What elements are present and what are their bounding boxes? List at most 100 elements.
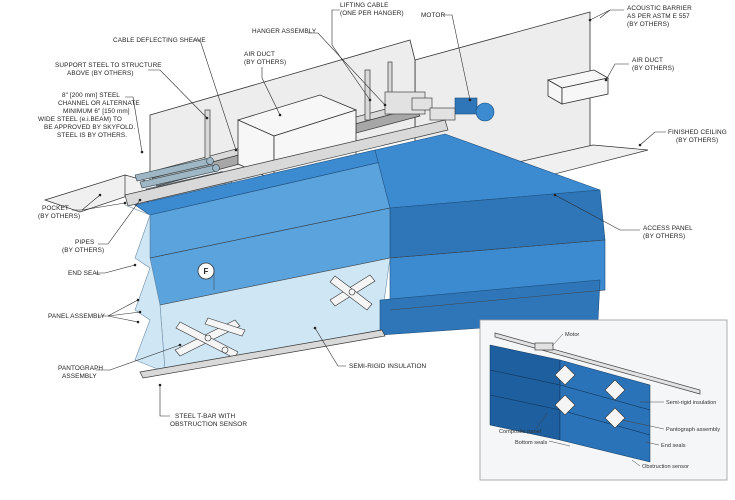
hanger-assembly <box>384 91 433 115</box>
inset-motor-box <box>534 342 554 351</box>
svg-text:ASSEMBLY: ASSEMBLY <box>62 373 97 380</box>
cable-sheave-label: CABLE DEFLECTING SHEAVE <box>113 37 206 44</box>
callout-cable-deflecting-sheave: CABLE DEFLECTING SHEAVE <box>113 37 238 152</box>
svg-text:ACCESS PANEL: ACCESS PANEL <box>643 225 693 232</box>
motor-unit <box>429 97 495 122</box>
svg-text:STEEL IS BY OTHERS.: STEEL IS BY OTHERS. <box>57 132 127 139</box>
callout-support-steel: SUPPORT STEEL TO STRUCTURE ABOVE (BY OTH… <box>55 62 209 120</box>
motor-label: MOTOR <box>421 12 445 19</box>
inset-detail: Motor Semi-rigid insulation Pantograph a… <box>479 319 728 481</box>
svg-text:AIR DUCT: AIR DUCT <box>244 51 275 58</box>
svg-text:(ONE PER HANGER): (ONE PER HANGER) <box>340 10 404 17</box>
steel-tbar-line2: OBSTRUCTION SENSOR <box>170 421 247 428</box>
steel-channel-line3: MINIMUM 6" [150 mm] <box>63 108 130 115</box>
air-duct-right-line2: (BY OTHERS) <box>632 65 674 72</box>
svg-text:BE APPROVED BY SKYFOLD.: BE APPROVED BY SKYFOLD. <box>44 124 135 131</box>
svg-text:WIDE STEEL (e.i.BEAM) TO: WIDE STEEL (e.i.BEAM) TO <box>38 116 122 123</box>
callout-pipes: PIPES (BY OTHERS) <box>62 198 142 254</box>
svg-text:SEMI-RIGID INSULATION: SEMI-RIGID INSULATION <box>349 363 427 370</box>
callout-pocket: POCKET (BY OTHERS) <box>38 193 127 220</box>
pantograph-line2: ASSEMBLY <box>62 373 97 380</box>
svg-text:Pantograph assembly: Pantograph assembly <box>666 427 720 433</box>
pantograph-right <box>329 274 376 311</box>
svg-text:(BY OTHERS): (BY OTHERS) <box>38 213 80 220</box>
panel-stack <box>124 133 606 371</box>
svg-text:PANTOGRAPH: PANTOGRAPH <box>58 365 103 372</box>
inset-composite-panel-label: Composite panel <box>499 429 541 435</box>
steel-channel-line2: CHANNEL OR ALTERNATE <box>58 100 140 107</box>
main-illustration: F <box>43 11 649 379</box>
svg-text:END SEAL: END SEAL <box>68 270 101 277</box>
svg-text:AS PER ASTM E 557: AS PER ASTM E 557 <box>627 13 690 20</box>
access-panel-line2: (BY OTHERS) <box>643 233 685 240</box>
steel-channel-line4: WIDE STEEL (e.i.BEAM) TO <box>38 116 122 123</box>
inset-motor-label: Motor <box>565 332 579 338</box>
svg-text:MINIMUM 6" [150 mm]: MINIMUM 6" [150 mm] <box>63 108 130 115</box>
svg-text:SUPPORT STEEL TO STRUCTURE: SUPPORT STEEL TO STRUCTURE <box>55 62 162 69</box>
callout-acoustic-barrier: ACOUSTIC BARRIER AS PER ASTM E 557 (BY O… <box>588 5 692 28</box>
callout-air-duct-left: AIR DUCT (BY OTHERS) <box>244 51 286 117</box>
callout-panel-assembly: PANEL ASSEMBLY <box>48 298 142 324</box>
inset-panel-row3-right <box>559 409 651 463</box>
acoustic-barrier-line3: (BY OTHERS) <box>627 21 669 28</box>
svg-text:End seals: End seals <box>661 443 686 449</box>
svg-text:PANEL ASSEMBLY: PANEL ASSEMBLY <box>48 313 106 320</box>
callout-semi-rigid-insulation: SEMI-RIGID INSULATION <box>313 326 427 370</box>
steel-channel-line1: 8" [200 mm] STEEL <box>62 92 120 99</box>
svg-text:(BY OTHERS): (BY OTHERS) <box>627 21 669 28</box>
callout-motor: MOTOR <box>421 12 472 102</box>
inset-end-seals-label: End seals <box>661 443 686 449</box>
inset-bottom-seals-label: Bottom seals <box>515 440 548 446</box>
svg-text:Bottom seals: Bottom seals <box>515 440 548 446</box>
svg-text:CABLE DEFLECTING SHEAVE: CABLE DEFLECTING SHEAVE <box>113 37 206 44</box>
inset-semi-rigid-label: Semi-rigid insulation <box>666 400 716 406</box>
support-steel-post-2 <box>364 69 371 121</box>
pantograph-left <box>174 317 246 359</box>
panel-assembly-label: PANEL ASSEMBLY <box>48 313 106 320</box>
steel-tbar-line1: STEEL T-BAR WITH <box>175 413 235 420</box>
svg-text:(BY OTHERS): (BY OTHERS) <box>643 233 685 240</box>
finished-ceiling-line2: (BY OTHERS) <box>676 137 718 144</box>
pipes-line2: (BY OTHERS) <box>62 247 104 254</box>
callout-end-seal: END SEAL <box>68 263 137 277</box>
pocket-line1: POCKET <box>42 205 69 212</box>
svg-text:8" [200 mm] STEEL: 8" [200 mm] STEEL <box>62 92 120 99</box>
svg-text:HANGER ASSEMBLY: HANGER ASSEMBLY <box>252 28 317 35</box>
lifting-cable-line2: (ONE PER HANGER) <box>340 10 404 17</box>
finished-ceiling-line1: FINISHED CEILING <box>668 129 727 136</box>
svg-text:MOTOR: MOTOR <box>421 12 445 19</box>
callouts: LIFTING CABLE (ONE PER HANGER) MOTOR ACO… <box>38 2 727 428</box>
callout-hanger-assembly: HANGER ASSEMBLY <box>252 28 387 107</box>
svg-text:(BY OTHERS): (BY OTHERS) <box>676 137 718 144</box>
air-duct-left-line2: (BY OTHERS) <box>244 59 286 66</box>
svg-text:AIR DUCT: AIR DUCT <box>632 57 663 64</box>
svg-text:ACOUSTIC BARRIER: ACOUSTIC BARRIER <box>627 5 692 12</box>
semi-rigid-insulation-label: SEMI-RIGID INSULATION <box>349 363 427 370</box>
svg-text:STEEL T-BAR WITH: STEEL T-BAR WITH <box>175 413 235 420</box>
callout-access-panel: ACCESS PANEL (BY OTHERS) <box>553 193 693 240</box>
air-duct-right-line1: AIR DUCT <box>632 57 663 64</box>
hanger-assembly-label: HANGER ASSEMBLY <box>252 28 317 35</box>
callout-lifting-cable: LIFTING CABLE (ONE PER HANGER) <box>331 2 404 102</box>
svg-text:FINISHED CEILING: FINISHED CEILING <box>668 129 727 136</box>
callout-steel-channel: 8" [200 mm] STEEL CHANNEL OR ALTERNATE M… <box>38 92 144 154</box>
support-steel-line2: ABOVE (BY OTHERS) <box>67 70 134 77</box>
svg-text:CHANNEL OR ALTERNATE: CHANNEL OR ALTERNATE <box>58 100 140 107</box>
svg-text:Motor: Motor <box>565 332 579 338</box>
inset-callouts: Motor Semi-rigid insulation Pantograph a… <box>499 332 720 470</box>
acoustic-barrier-line2: AS PER ASTM E 557 <box>627 13 690 20</box>
end-seal-label: END SEAL <box>68 270 101 277</box>
svg-text:Obstruction sensor: Obstruction sensor <box>642 464 689 470</box>
support-steel-line1: SUPPORT STEEL TO STRUCTURE <box>55 62 162 69</box>
svg-text:(BY OTHERS): (BY OTHERS) <box>62 247 104 254</box>
svg-text:LIFTING CABLE: LIFTING CABLE <box>340 2 389 9</box>
access-panel-line1: ACCESS PANEL <box>643 225 693 232</box>
pantograph-line1: PANTOGRAPH <box>58 365 103 372</box>
pipes-line1: PIPES <box>75 239 94 246</box>
steel-channel-line6: STEEL IS BY OTHERS. <box>57 132 127 139</box>
svg-text:(BY OTHERS): (BY OTHERS) <box>632 65 674 72</box>
inset-obstruction-sensor-label: Obstruction sensor <box>642 464 689 470</box>
air-duct-right-side <box>561 77 609 105</box>
callout-steel-tbar: STEEL T-BAR WITH OBSTRUCTION SENSOR <box>158 383 247 428</box>
